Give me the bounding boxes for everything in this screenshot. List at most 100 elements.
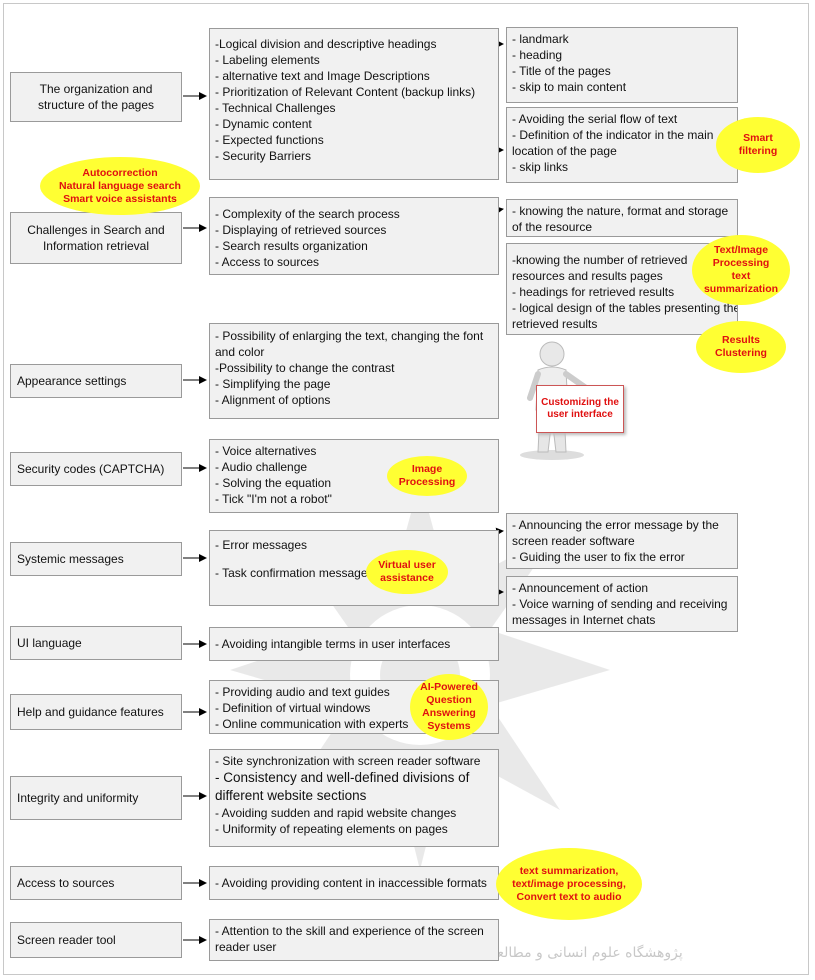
- items-messages: - Error messages - Task confirmation mes…: [209, 530, 499, 606]
- category-label: Appearance settings: [17, 374, 127, 388]
- detail-line: - heading: [512, 48, 563, 62]
- category-captcha: Security codes (CAPTCHA): [10, 452, 182, 486]
- item-line: - Labeling elements: [215, 53, 320, 67]
- category-label: Systemic messages: [17, 552, 124, 566]
- ellipse-line: summarization: [703, 283, 779, 295]
- ellipse-line: filtering: [738, 145, 778, 157]
- sign-line: user interface: [547, 409, 613, 420]
- ellipse-line: assistance: [380, 572, 434, 584]
- item-line: reader user: [215, 940, 277, 954]
- detail-line: screen reader software: [512, 534, 635, 548]
- item-line: - Definition of virtual windows: [215, 701, 371, 715]
- category-label: The organization and structure of the pa…: [37, 82, 155, 112]
- item-line: - Security Barriers: [215, 149, 312, 163]
- item-line: - Prioritization of Relevant Content (ba…: [215, 85, 476, 99]
- details-resource-nature: - knowing the nature, format and storage…: [506, 199, 738, 237]
- item-line: - Complexity of the search process: [215, 207, 400, 221]
- item-line: - Tick "I'm not a robot": [215, 492, 332, 506]
- category-label: Security codes (CAPTCHA): [17, 462, 165, 476]
- item-line: - Task confirmation messages: [215, 566, 374, 580]
- detail-line: of the resource: [512, 220, 593, 234]
- detail-line: - skip links: [512, 160, 569, 174]
- detail-line: - knowing the nature, format and storage: [512, 204, 729, 218]
- category-messages: Systemic messages: [10, 542, 182, 576]
- category-appearance: Appearance settings: [10, 364, 182, 398]
- ellipse-line: text/image processing,: [512, 877, 626, 890]
- item-line: - alternative text and Image Description…: [215, 69, 430, 83]
- item-line: -Possibility to change the contrast: [215, 361, 395, 375]
- detail-line: - Guiding the user to fix the error: [512, 550, 685, 564]
- category-search: Challenges in Search and Information ret…: [10, 212, 182, 264]
- category-integrity: Integrity and uniformity: [10, 776, 182, 820]
- item-line: and color: [215, 345, 265, 359]
- items-ui-language: - Avoiding intangible terms in user inte…: [209, 627, 499, 661]
- items-access: - Avoiding providing content in inaccess…: [209, 866, 499, 900]
- category-label: Screen reader tool: [17, 933, 116, 947]
- items-organization: -Logical division and descriptive headin…: [209, 28, 499, 180]
- item-line: - Online communication with experts: [215, 717, 409, 731]
- items-appearance: - Possibility of enlarging the text, cha…: [209, 323, 499, 419]
- sign-line: Customizing the: [541, 397, 619, 408]
- item-line: - Avoiding sudden and rapid website chan…: [215, 806, 457, 820]
- category-label: Help and guidance features: [17, 705, 164, 719]
- ellipse-line: AI-Powered: [420, 681, 478, 693]
- detail-line: - headings for retrieved results: [512, 285, 675, 299]
- detail-line: - Announcement of action: [512, 581, 649, 595]
- category-label: UI language: [17, 636, 82, 650]
- item-line: - Solving the equation: [215, 476, 332, 490]
- ellipse-line: text summarization,: [519, 864, 619, 877]
- ellipse-line: Natural language search: [59, 179, 181, 192]
- detail-line: retrieved results: [512, 317, 598, 331]
- item-line: - Alignment of options: [215, 393, 331, 407]
- detail-line: - Title of the pages: [512, 64, 611, 78]
- item-line: - Avoiding intangible terms in user inte…: [215, 637, 451, 651]
- item-line: different website sections: [215, 788, 367, 803]
- ellipse-line: Systems: [427, 720, 471, 732]
- detail-line: location of the page: [512, 144, 617, 158]
- items-integrity: - Site synchronization with screen reade…: [209, 749, 499, 847]
- item-line: - Providing audio and text guides: [215, 685, 390, 699]
- ellipse-line: text: [731, 270, 751, 282]
- detail-line: - Announcing the error message by the: [512, 518, 719, 532]
- item-line: - Possibility of enlarging the text, cha…: [215, 329, 484, 343]
- details-action-announce: - Announcement of action - Voice warning…: [506, 576, 738, 632]
- ellipse-line: Image: [411, 463, 443, 475]
- ellipse-line: Convert text to audio: [516, 890, 622, 903]
- item-line: - Displaying of retrieved sources: [215, 223, 387, 237]
- item-line: - Technical Challenges: [215, 101, 336, 115]
- details-serial-flow: - Avoiding the serial flow of text - Def…: [506, 107, 738, 183]
- detail-line: - Definition of the indicator in the mai…: [512, 128, 714, 142]
- category-label: Challenges in Search and Information ret…: [27, 223, 165, 253]
- ellipse-line: Clustering: [715, 347, 767, 359]
- ellipse-line: Answering: [422, 707, 476, 719]
- detail-line: - Avoiding the serial flow of text: [512, 112, 678, 126]
- item-line: - Uniformity of repeating elements on pa…: [215, 822, 448, 836]
- ellipse-line: Processing: [398, 476, 456, 488]
- category-organization: The organization and structure of the pa…: [10, 72, 182, 122]
- item-line: - Audio challenge: [215, 460, 308, 474]
- item-line: - Simplifying the page: [215, 377, 331, 391]
- ellipse-line: Smart: [743, 132, 773, 144]
- detail-line: - skip to main content: [512, 80, 627, 94]
- detail-line: - logical design of the tables presentin…: [512, 301, 738, 315]
- item-line: -Logical division and descriptive headin…: [215, 37, 437, 51]
- ellipse-text-summarization: text summarization,text/image processing…: [496, 848, 642, 920]
- detail-line: -knowing the number of retrieved: [512, 253, 688, 267]
- item-line: - Site synchronization with screen reade…: [215, 754, 481, 768]
- item-line: - Dynamic content: [215, 117, 312, 131]
- category-help: Help and guidance features: [10, 694, 182, 730]
- item-line: - Access to sources: [215, 255, 320, 269]
- item-line: - Expected functions: [215, 133, 324, 147]
- item-line: - Avoiding providing content in inaccess…: [215, 876, 487, 890]
- items-search: - Complexity of the search process - Dis…: [209, 197, 499, 275]
- ellipse-line: Smart voice assistants: [63, 192, 177, 205]
- ellipse-line: Processing: [712, 257, 770, 269]
- ellipse-line: Virtual user: [378, 559, 436, 571]
- category-label: Access to sources: [17, 876, 115, 890]
- category-access: Access to sources: [10, 866, 182, 900]
